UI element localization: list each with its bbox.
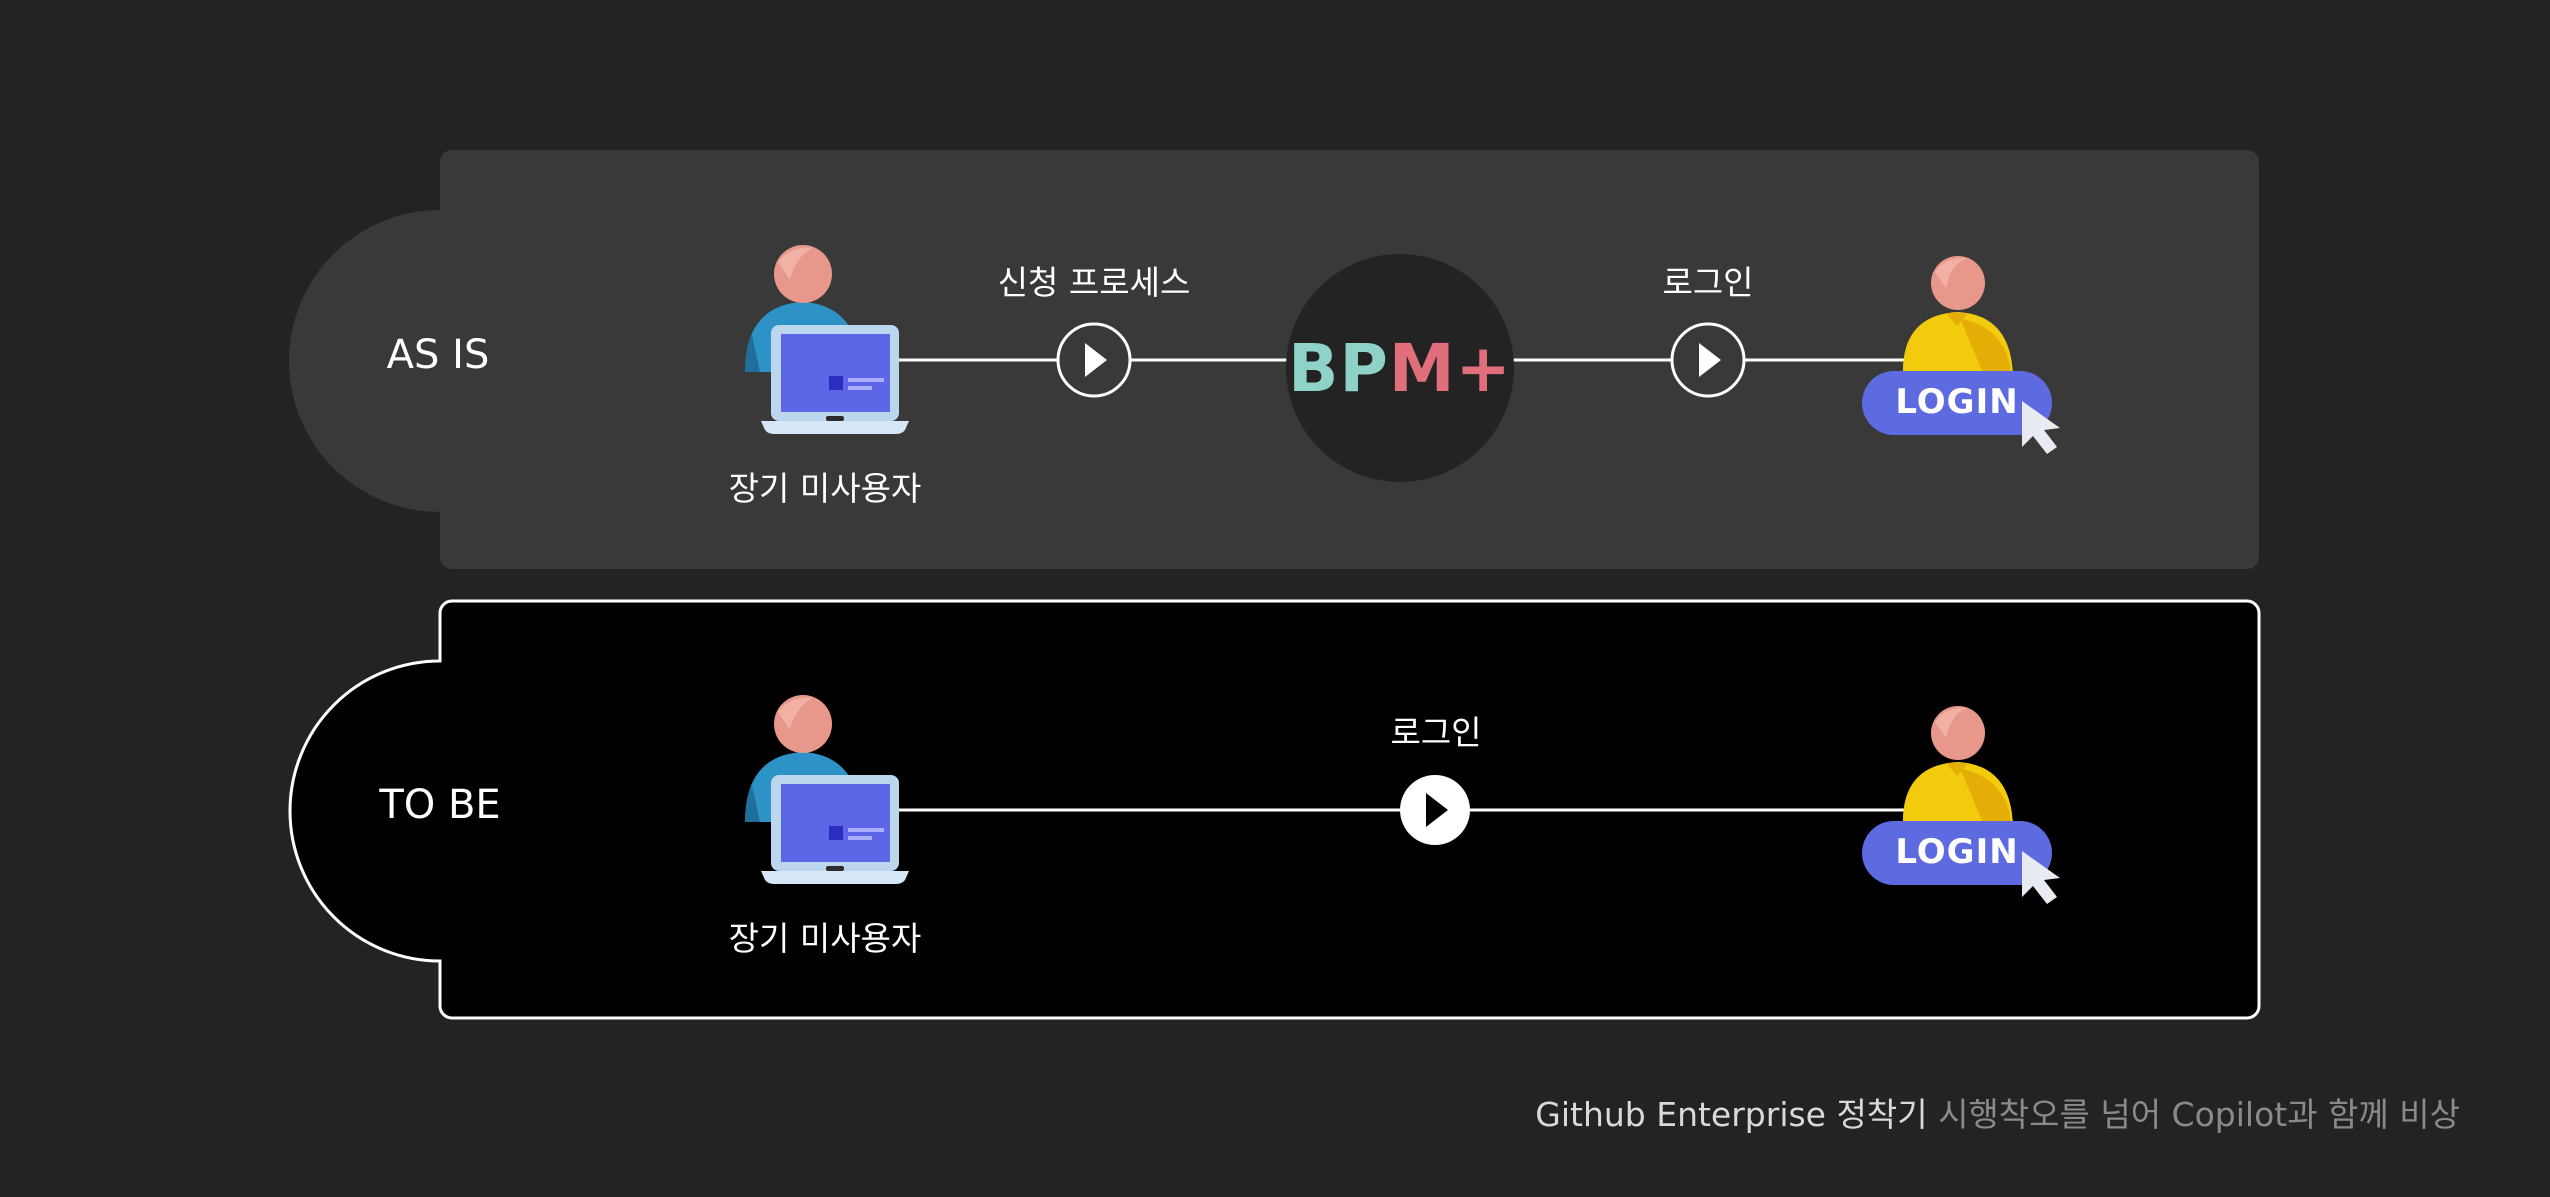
user-laptop-icon xyxy=(745,245,909,434)
login-user-icon xyxy=(1862,256,2060,454)
to-be-label: TO BE xyxy=(379,782,501,828)
bpm-logo-letter: + xyxy=(1455,330,1512,407)
login-button-label: LOGIN xyxy=(1895,832,2019,872)
bpm-logo-letter: P xyxy=(1339,330,1389,407)
edge-label-login: 로그인 xyxy=(1662,263,1754,302)
play-icon xyxy=(1670,322,1746,398)
footer-subtitle: 시행착오를 넘어 Copilot과 함께 비상 xyxy=(1938,1095,2460,1134)
bpm-system-node xyxy=(1286,254,1514,482)
login-button-label: LOGIN xyxy=(1895,382,2019,422)
user-label: 장기 미사용자 xyxy=(728,469,922,508)
bpm-logo-letter: M xyxy=(1388,330,1456,407)
bpm-logo-letter: B xyxy=(1288,330,1340,407)
footer-caption: Github Enterprise 정착기 시행착오를 넘어 Copilot과 … xyxy=(1535,1088,2460,1136)
edge-label-application-process: 신청 프로세스 xyxy=(997,263,1191,302)
bpm-logo: BPM+ xyxy=(1288,330,1512,407)
user-label: 장기 미사용자 xyxy=(728,919,922,958)
login-user-icon xyxy=(1862,706,2060,904)
play-icon xyxy=(1400,775,1470,845)
footer-title: Github Enterprise 정착기 xyxy=(1535,1095,1928,1134)
play-icon xyxy=(1056,322,1132,398)
edge-label-login: 로그인 xyxy=(1390,713,1482,752)
user-laptop-icon xyxy=(745,695,909,884)
as-is-label: AS IS xyxy=(386,332,490,378)
